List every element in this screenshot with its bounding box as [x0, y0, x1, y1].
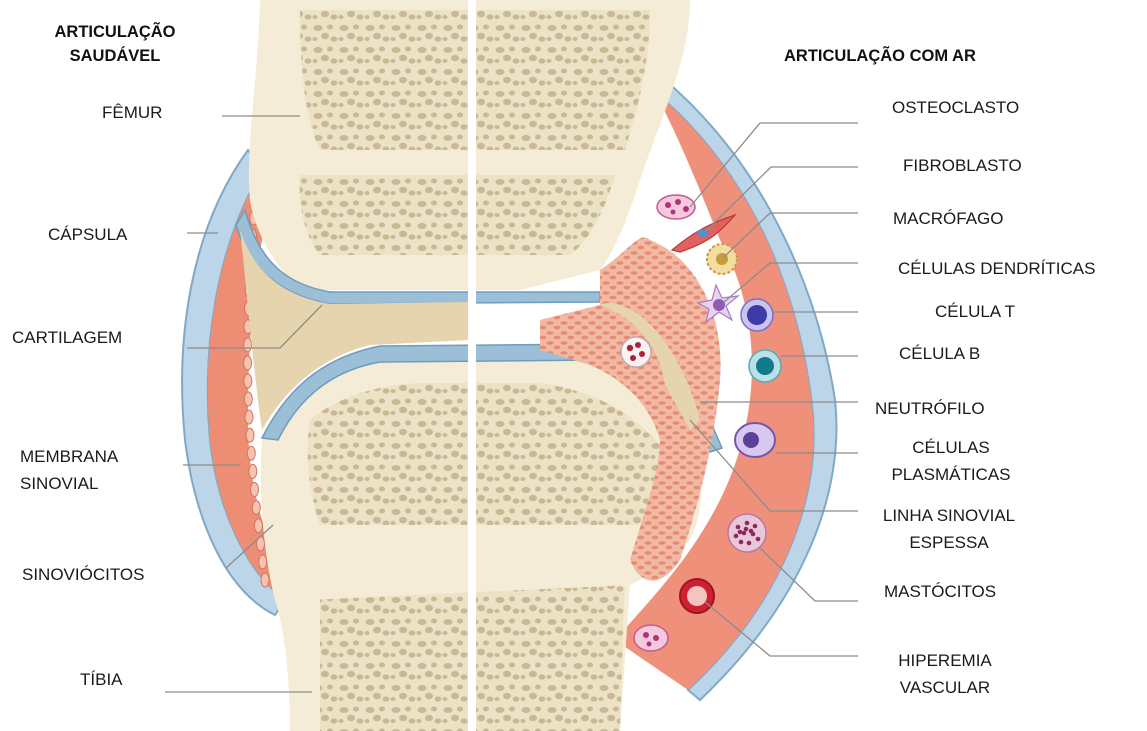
dendritic-cells-label: CÉLULAS DENDRÍTICAS [898, 258, 1095, 279]
mast-cell [728, 514, 766, 552]
neutrophil-label: NEUTRÓFILO [875, 398, 985, 419]
center-divider [468, 0, 476, 731]
synovial-membrane-label: MEMBRANA SINOVIAL [20, 446, 118, 494]
mast-cell-granule [753, 524, 758, 529]
neutrophil-cell [621, 337, 651, 367]
osteoclast-cell-lower [634, 625, 668, 651]
t-cell [741, 299, 773, 331]
osteoclast-cell [657, 195, 695, 219]
synoviocyte [244, 392, 252, 406]
membrane-label-line1: MEMBRANA [20, 446, 118, 467]
healthy-joint-title: ARTICULAÇÃO SAUDÁVEL [30, 20, 200, 68]
synovial-lining-line2: ESPESSA [874, 532, 1024, 553]
mast-cell-granule [756, 537, 761, 542]
mast-cell-granule [749, 529, 754, 534]
synoviocyte [249, 464, 257, 478]
hyperemia-label-line2: VASCULAR [880, 677, 1010, 698]
synoviocyte [244, 338, 252, 352]
plasma-cell [735, 423, 775, 457]
blood-vessel-cell [680, 579, 714, 613]
synoviocyte [244, 356, 252, 370]
tibia-label: TÍBIA [80, 669, 123, 690]
cartilage-label: CARTILAGEM [12, 327, 122, 348]
synoviocyte [247, 446, 255, 460]
mast-cell-granule [738, 530, 743, 535]
ra-joint-title: ARTICULAÇÃO COM AR [784, 44, 976, 68]
capsule-label: CÁPSULA [48, 224, 127, 245]
membrane-label-line2: SINOVIAL [20, 473, 118, 494]
mast-cell-granule [747, 541, 752, 546]
synoviocyte [254, 519, 262, 533]
healthy-title-line1: ARTICULAÇÃO [30, 20, 200, 44]
synoviocyte [245, 410, 253, 424]
tibia-bone [261, 350, 701, 731]
synoviocyte [252, 501, 260, 515]
thick-synovial-lining-label: LINHA SINOVIAL ESPESSA [874, 505, 1024, 553]
osteoclast-label: OSTEOCLASTO [892, 97, 1019, 118]
mast-cell-granule [736, 525, 741, 530]
hyperemia-label-line1: HIPEREMIA [880, 650, 1010, 671]
mast-cell-granule [745, 521, 750, 526]
synoviocyte [251, 483, 259, 497]
mast-cell-granule [742, 531, 747, 536]
synoviocyte [246, 428, 254, 442]
plasma-label-line2: PLASMÁTICAS [876, 464, 1026, 485]
synovial-lining-line1: LINHA SINOVIAL [874, 505, 1024, 526]
synoviocyte [259, 555, 267, 569]
macrophage-label: MACRÓFAGO [893, 208, 1004, 229]
mast-cell-granule [739, 540, 744, 545]
mast-cell-granule [734, 534, 739, 539]
b-cell [749, 350, 781, 382]
femur-label: FÊMUR [102, 102, 162, 123]
mast-cells-label: MASTÓCITOS [884, 581, 996, 602]
b-cell-label: CÉLULA B [899, 343, 980, 364]
mast-cell-granule [744, 527, 749, 532]
synoviocyte [244, 374, 252, 388]
vascular-hyperemia-label: HIPEREMIA VASCULAR [880, 650, 1010, 698]
fibroblast-label: FIBROBLASTO [903, 155, 1022, 176]
synoviocyte [261, 573, 269, 587]
synoviocytes-label: SINOVIÓCITOS [22, 564, 145, 585]
t-cell-label: CÉLULA T [935, 301, 1015, 322]
plasma-label-line1: CÉLULAS [876, 437, 1026, 458]
healthy-title-line2: SAUDÁVEL [30, 44, 200, 68]
plasma-cells-label: CÉLULAS PLASMÁTICAS [876, 437, 1026, 485]
